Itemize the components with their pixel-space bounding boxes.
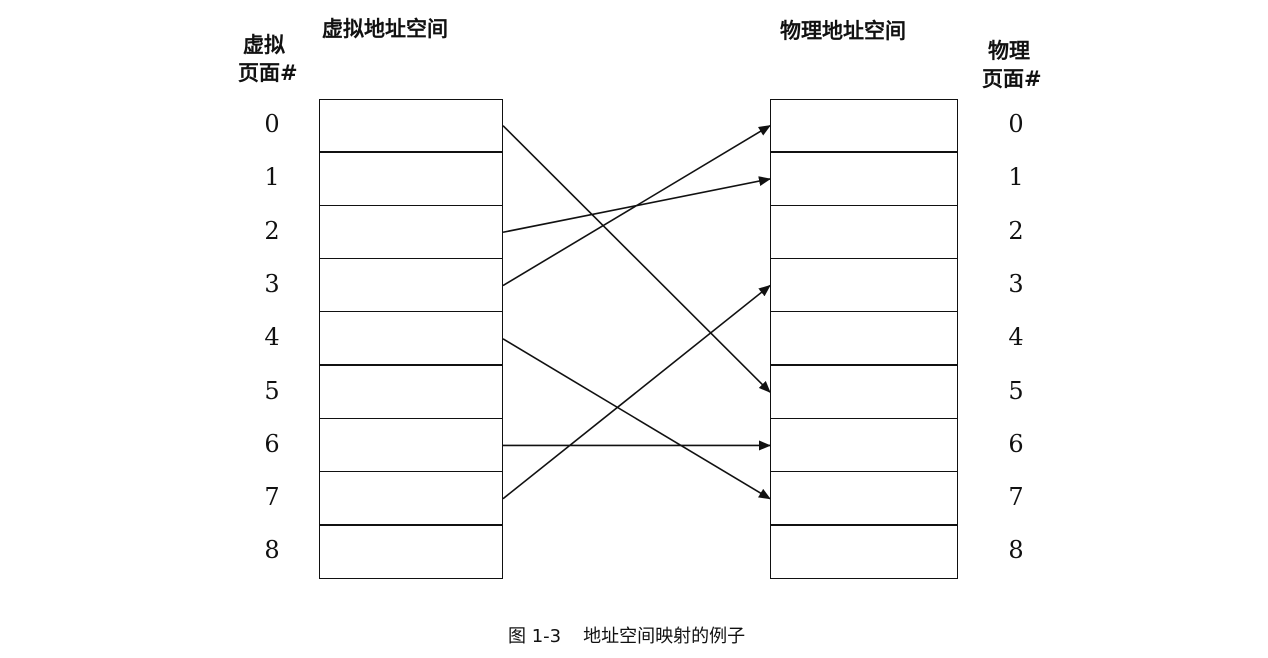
physical-page-number: 2 [1008, 216, 1024, 245]
physical-page-row [770, 418, 958, 473]
virtual-page-label-line2: 页面# [238, 61, 298, 85]
physical-page-row [770, 99, 958, 153]
physical-page-number: 1 [1008, 163, 1024, 192]
mapping-arrow [502, 284, 771, 500]
figure-number: 图 1-3 [508, 626, 562, 647]
virtual-page-number: 3 [264, 269, 280, 298]
virtual-page-row [319, 204, 503, 259]
virtual-page-number: 4 [264, 323, 280, 352]
virtual-page-row [319, 524, 503, 579]
figure-caption: 图 1-3 地址空间映射的例子 [508, 622, 745, 648]
physical-page-number: 3 [1008, 269, 1024, 298]
virtual-page-number: 6 [264, 429, 280, 458]
virtual-page-number: 7 [264, 483, 280, 512]
physical-page-row [770, 258, 958, 313]
virtual-address-space-title: 虚拟地址空间 [322, 17, 448, 41]
figure-title: 地址空间映射的例子 [583, 626, 746, 647]
mapping-arrow [502, 125, 771, 393]
physical-page-number: 5 [1008, 376, 1024, 405]
virtual-page-number: 0 [264, 110, 280, 138]
virtual-page-row [319, 418, 503, 473]
physical-page-number: 7 [1008, 483, 1024, 512]
virtual-page-label-line1: 虚拟 [243, 33, 285, 57]
physical-page-row [770, 151, 958, 206]
physical-page-number: 0 [1008, 110, 1024, 138]
virtual-page-row [319, 364, 503, 419]
physical-page-row [770, 524, 958, 579]
virtual-page-row [319, 471, 503, 526]
physical-address-space-title: 物理地址空间 [780, 19, 906, 43]
mapping-arrow [502, 338, 771, 500]
virtual-page-number: 1 [264, 163, 280, 192]
virtual-page-row [319, 258, 503, 313]
virtual-page-row [319, 311, 503, 366]
physical-page-label-line2: 页面# [982, 67, 1042, 91]
virtual-page-number: 2 [264, 216, 280, 245]
physical-page-number: 4 [1008, 323, 1024, 352]
physical-page-number: 8 [1008, 536, 1024, 565]
physical-page-number: 6 [1008, 429, 1024, 458]
physical-page-label-line1: 物理 [988, 39, 1030, 63]
virtual-page-number: 5 [264, 376, 280, 405]
mapping-arrow [502, 124, 771, 287]
virtual-page-number: 8 [264, 536, 280, 565]
physical-page-row [770, 204, 958, 259]
